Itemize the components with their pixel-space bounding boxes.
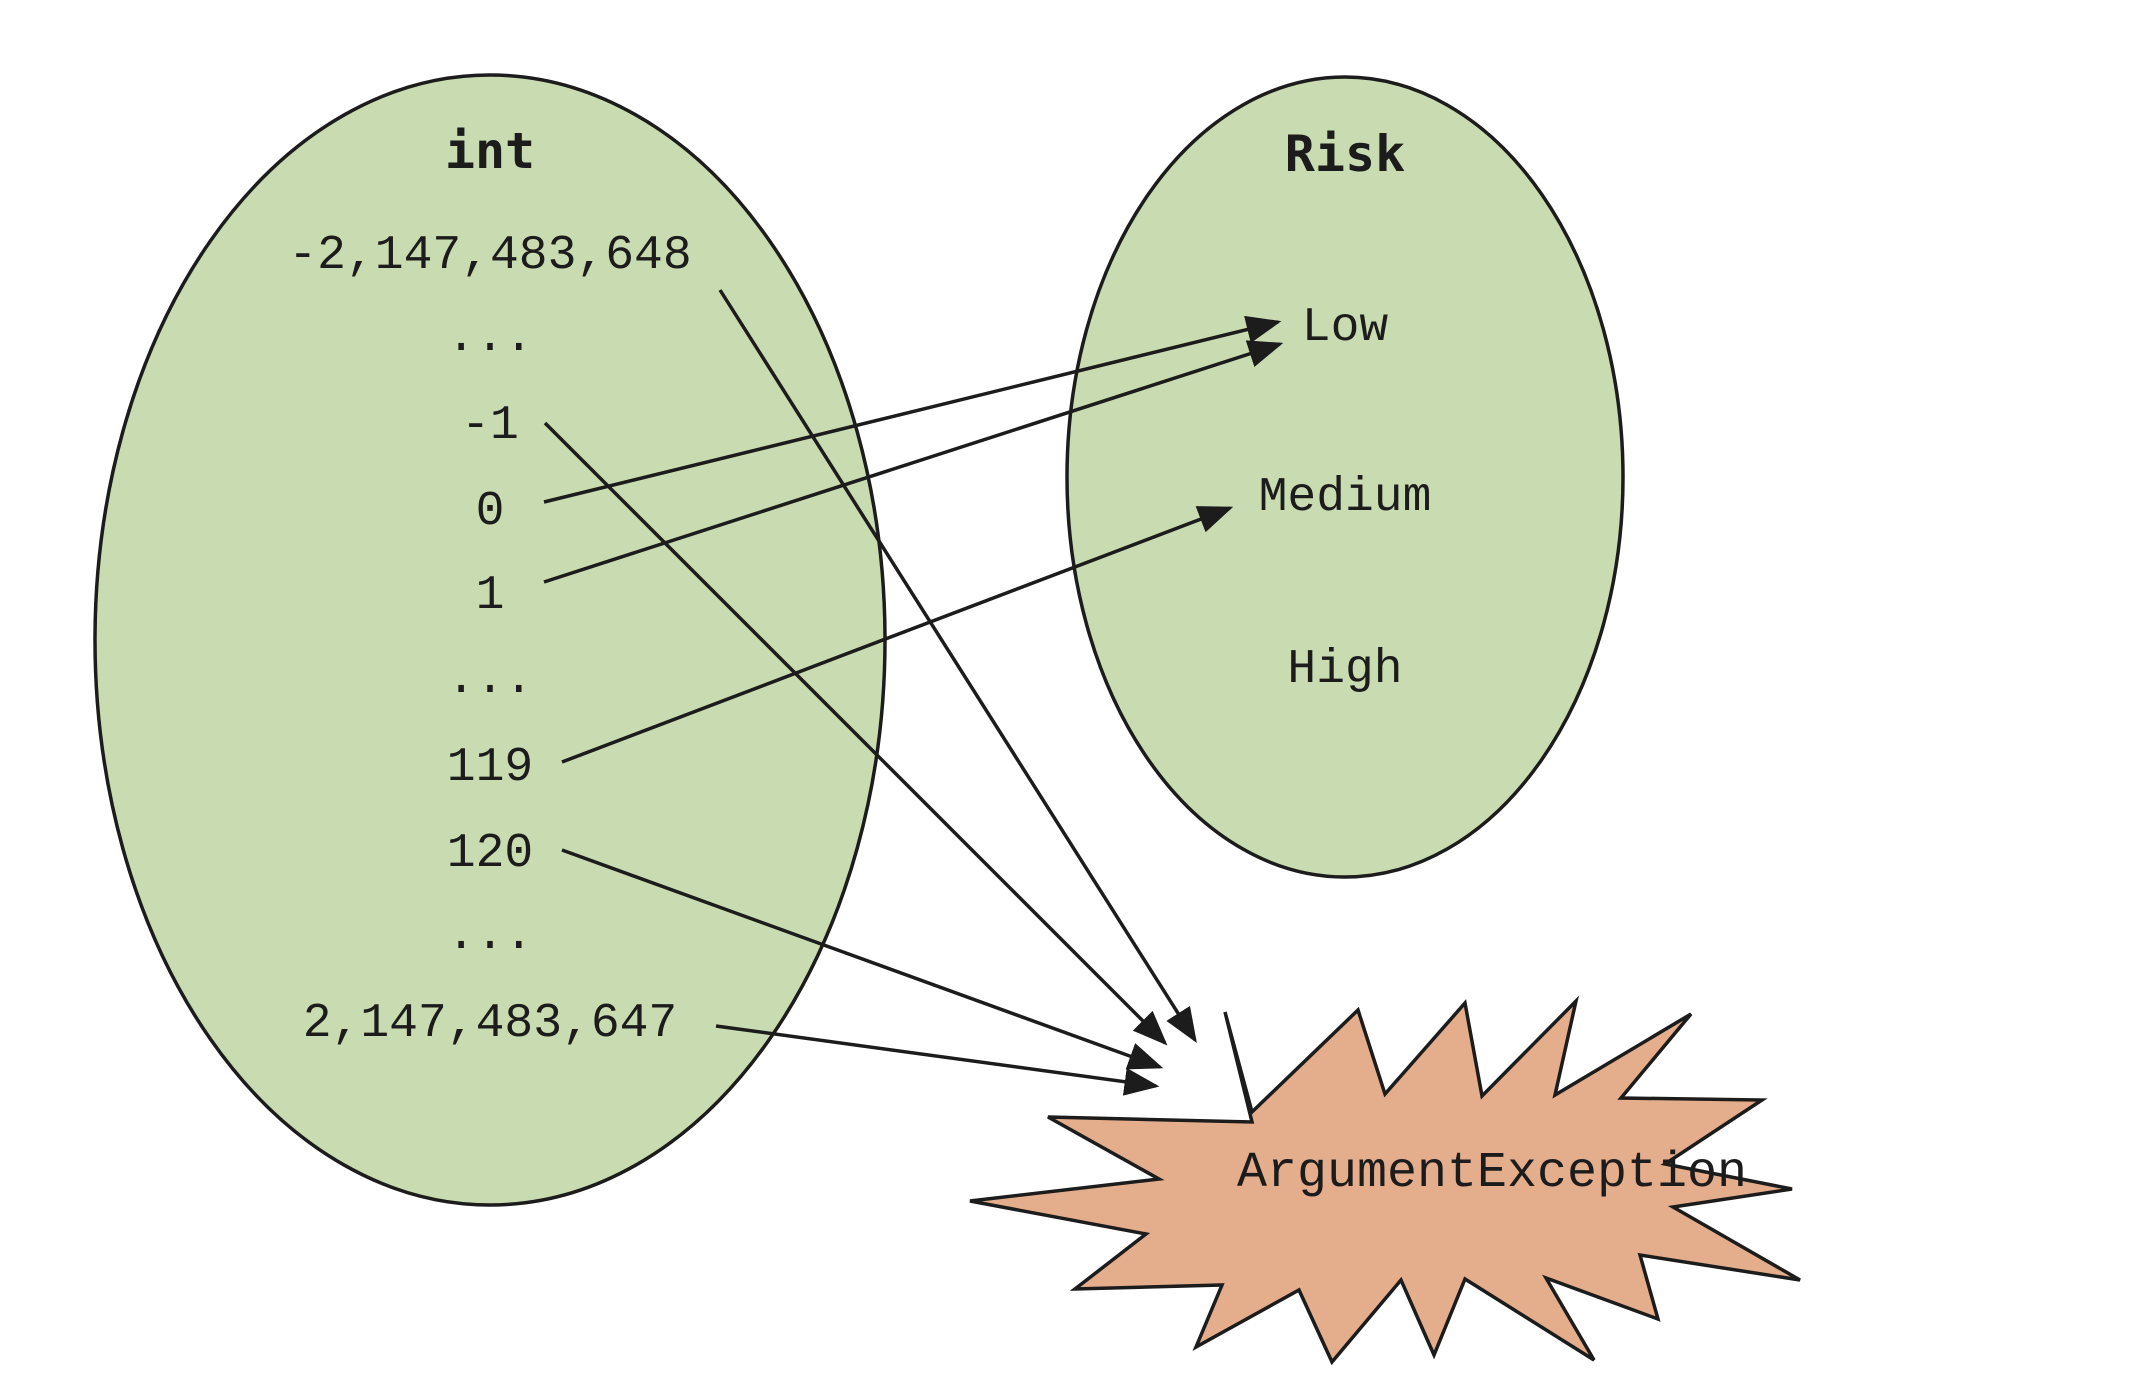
arrow-119-to-medium <box>561 506 1234 764</box>
int-item-120: 120 <box>447 827 533 881</box>
int-item-119: 119 <box>447 741 533 795</box>
int-item-max: 2,147,483,647 <box>303 997 677 1051</box>
int-set-title: int <box>445 122 535 180</box>
int-item-ellipsis-1: ... <box>447 311 533 365</box>
int-item-min: -2,147,483,648 <box>288 229 691 283</box>
arrow-max-to-exception <box>715 1024 1160 1096</box>
risk-item-low: Low <box>1302 301 1389 355</box>
int-item-zero: 0 <box>476 485 505 539</box>
argument-exception-label: ArgumentException <box>1237 1145 1747 1202</box>
arrow-120-to-exception <box>561 848 1164 1070</box>
argument-exception-burst <box>969 995 1801 1366</box>
arrow-one-to-low <box>543 340 1284 584</box>
arrow-min-to-exception <box>718 289 1197 1043</box>
int-item-neg-one: -1 <box>461 399 519 453</box>
risk-set-ellipse <box>1065 75 1625 879</box>
risk-item-high: High <box>1287 643 1402 697</box>
risk-item-medium: Medium <box>1259 471 1432 525</box>
risk-set-title: Risk <box>1285 125 1405 183</box>
arrow-zero-to-low <box>543 315 1282 504</box>
int-item-ellipsis-2: ... <box>447 653 533 707</box>
int-item-ellipsis-3: ... <box>447 909 533 963</box>
arrow-neg-one-to-exception <box>543 421 1168 1046</box>
int-item-one: 1 <box>476 569 505 623</box>
